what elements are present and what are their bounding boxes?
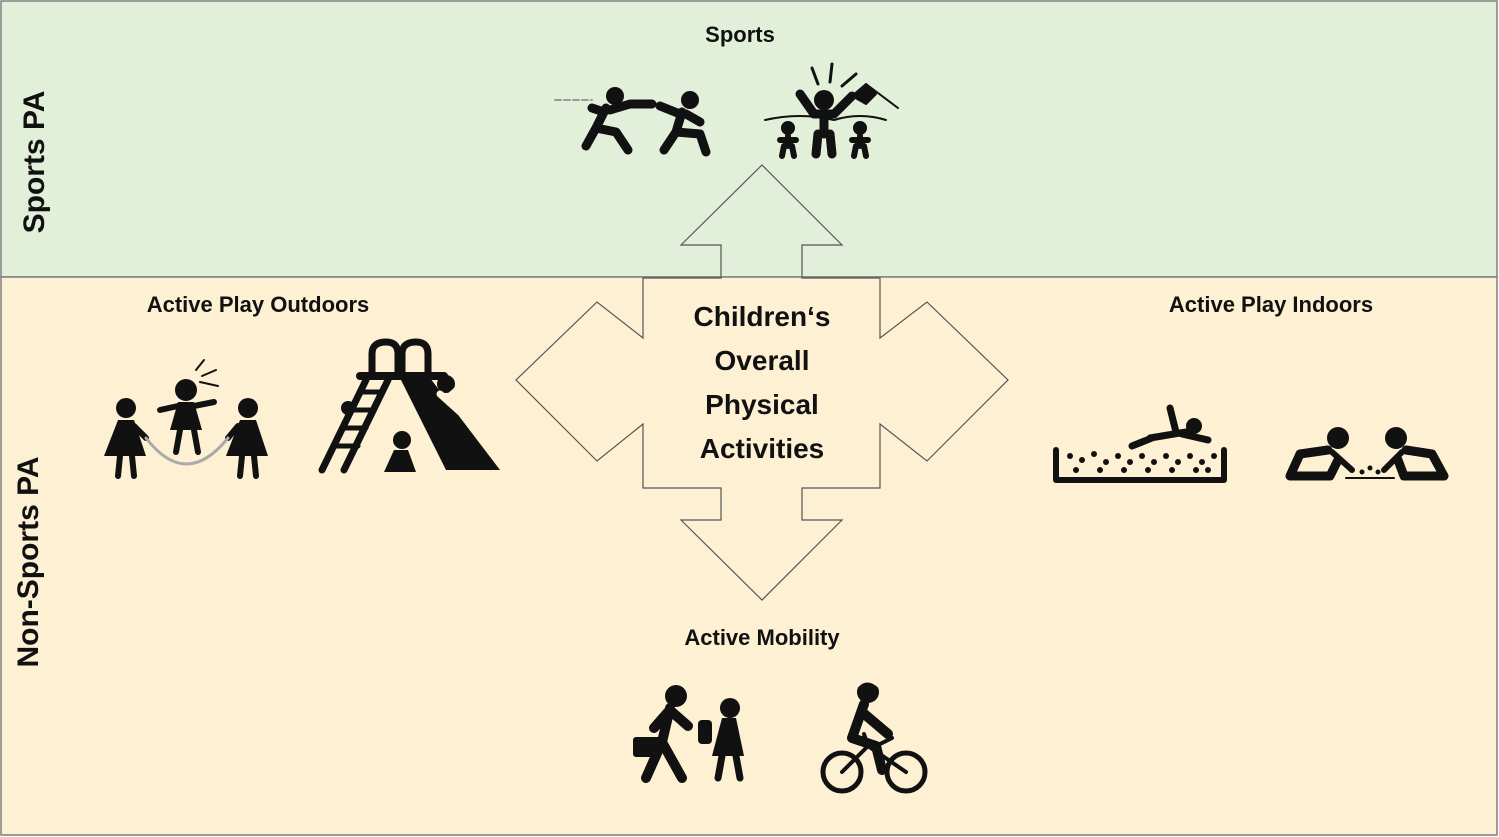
relay-runners-icon xyxy=(554,87,711,157)
playground-slide-icon xyxy=(318,338,500,474)
walking-to-school-icon xyxy=(633,685,744,783)
four-way-arrow xyxy=(515,164,1009,601)
active-play-outdoors-label: Active Play Outdoors xyxy=(147,292,370,317)
center-line-3: Physical xyxy=(705,389,819,420)
sports-band xyxy=(0,0,1498,278)
center-line-1: Children‘s xyxy=(694,301,831,332)
center-line-2: Overall xyxy=(715,345,810,376)
jump-rope-children-icon xyxy=(104,359,268,479)
center-line-4: Activities xyxy=(700,433,825,464)
children-playing-floor-icon xyxy=(1285,427,1449,481)
cyclist-child-icon xyxy=(820,680,928,794)
active-mobility-label: Active Mobility xyxy=(684,625,840,650)
active-play-indoors-label: Active Play Indoors xyxy=(1169,292,1373,317)
non-sports-pa-label: Non-Sports PA xyxy=(12,456,45,667)
sports-pa-label: Sports PA xyxy=(18,91,51,234)
sports-label: Sports xyxy=(705,22,775,47)
ball-pit-child-icon xyxy=(1053,404,1227,483)
race-finish-winner-icon xyxy=(764,62,899,159)
non-sports-band xyxy=(0,276,1498,836)
